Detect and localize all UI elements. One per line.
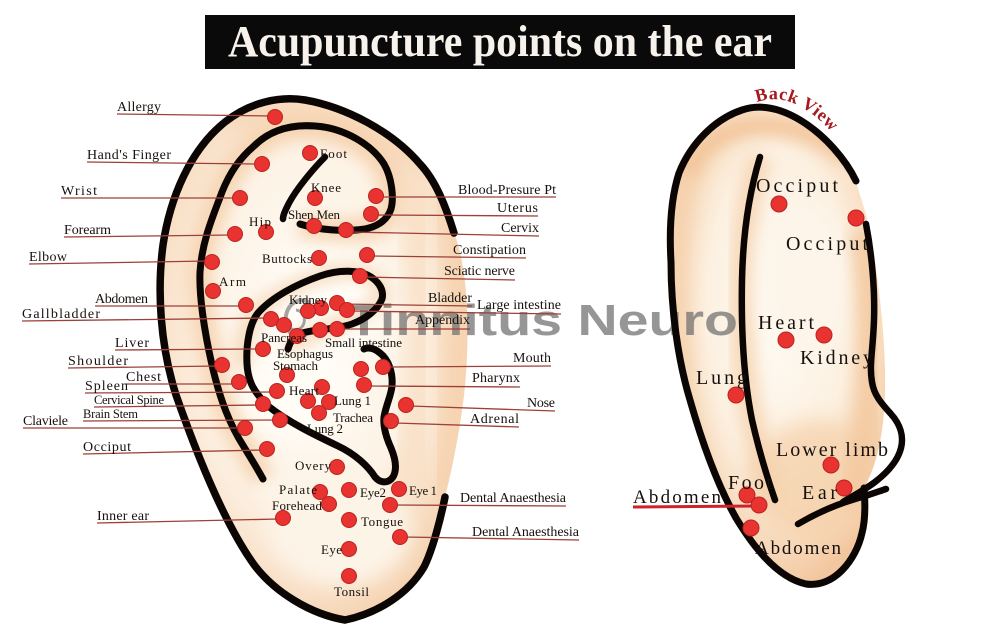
svg-text:Lung 1: Lung 1 [334,393,371,408]
svg-text:Cervix: Cervix [501,221,539,236]
svg-text:Knee: Knee [311,180,341,195]
svg-text:Spleen: Spleen [85,379,128,394]
svg-text:Acupuncture points on the ear: Acupuncture points on the ear [228,17,772,66]
svg-text:Small intestine: Small intestine [325,335,402,350]
svg-text:Foot: Foot [728,472,772,494]
svg-text:Arm: Arm [219,274,246,289]
svg-text:Pharynx: Pharynx [472,371,520,386]
svg-text:Appendix: Appendix [415,313,470,328]
svg-text:Brain Stem: Brain Stem [83,407,138,421]
svg-text:Abdomen: Abdomen [633,487,722,508]
svg-text:Adrenal: Adrenal [470,412,519,427]
svg-text:Sciatic nerve: Sciatic nerve [444,264,515,279]
svg-text:Large intestine: Large intestine [477,298,561,313]
svg-text:Nose: Nose [527,396,555,411]
svg-text:Blood-Presure Pt: Blood-Presure Pt [458,183,556,198]
svg-text:Pancreas: Pancreas [261,330,307,345]
svg-text:Gallbladder: Gallbladder [22,307,100,322]
svg-text:Stomach: Stomach [273,358,319,373]
svg-text:Liver: Liver [115,336,149,351]
svg-text:Lung 2: Lung 2 [307,421,343,436]
svg-text:Forearm: Forearm [64,223,111,238]
svg-text:Dental Anaesthesia: Dental Anaesthesia [472,525,580,540]
svg-text:Occiput: Occiput [786,233,868,255]
svg-text:Foot: Foot [320,146,347,161]
svg-text:Occiput: Occiput [83,440,131,455]
svg-text:Eye2: Eye2 [360,485,386,500]
svg-text:Wrist: Wrist [61,184,97,199]
svg-text:Mouth: Mouth [513,351,551,366]
svg-text:Heart: Heart [758,312,814,334]
svg-text:Chest: Chest [126,370,161,385]
svg-text:Hip: Hip [249,214,271,229]
svg-text:Abdomen: Abdomen [95,292,148,307]
svg-text:Claviele: Claviele [23,414,68,429]
svg-text:Tonsil: Tonsil [334,584,369,599]
svg-text:Bladder: Bladder [428,291,472,306]
svg-text:Constipation: Constipation [453,243,526,258]
svg-text:Esophagus: Esophagus [277,346,333,361]
svg-text:Elbow: Elbow [29,250,68,265]
svg-text:Allergy: Allergy [117,100,161,115]
svg-text:Trachea: Trachea [333,410,373,425]
svg-text:Shen Men: Shen Men [288,207,341,222]
svg-text:Ear: Ear [802,482,837,504]
svg-text:Inner ear: Inner ear [97,509,149,524]
svg-text:Dental Anaesthesia: Dental Anaesthesia [460,491,567,506]
svg-text:Eye 1: Eye 1 [409,483,437,498]
svg-text:Hand's Finger: Hand's Finger [87,148,171,163]
svg-text:Overy: Overy [295,458,332,473]
svg-text:Occiput: Occiput [756,175,838,197]
svg-text:Shoulder: Shoulder [68,354,128,369]
svg-text:Cervical Spine: Cervical Spine [94,393,164,407]
svg-text:Buttocks: Buttocks [262,251,312,266]
svg-text:Abdomen: Abdomen [755,538,842,559]
svg-text:Uterus: Uterus [497,201,538,216]
svg-text:Tongue: Tongue [361,514,403,529]
svg-text:Heart: Heart [289,383,319,398]
svg-text:Forehead: Forehead [272,498,323,513]
svg-text:Eye: Eye [321,542,342,557]
svg-text:Kidney: Kidney [289,292,328,307]
svg-text:Lower limb: Lower limb [776,439,888,461]
